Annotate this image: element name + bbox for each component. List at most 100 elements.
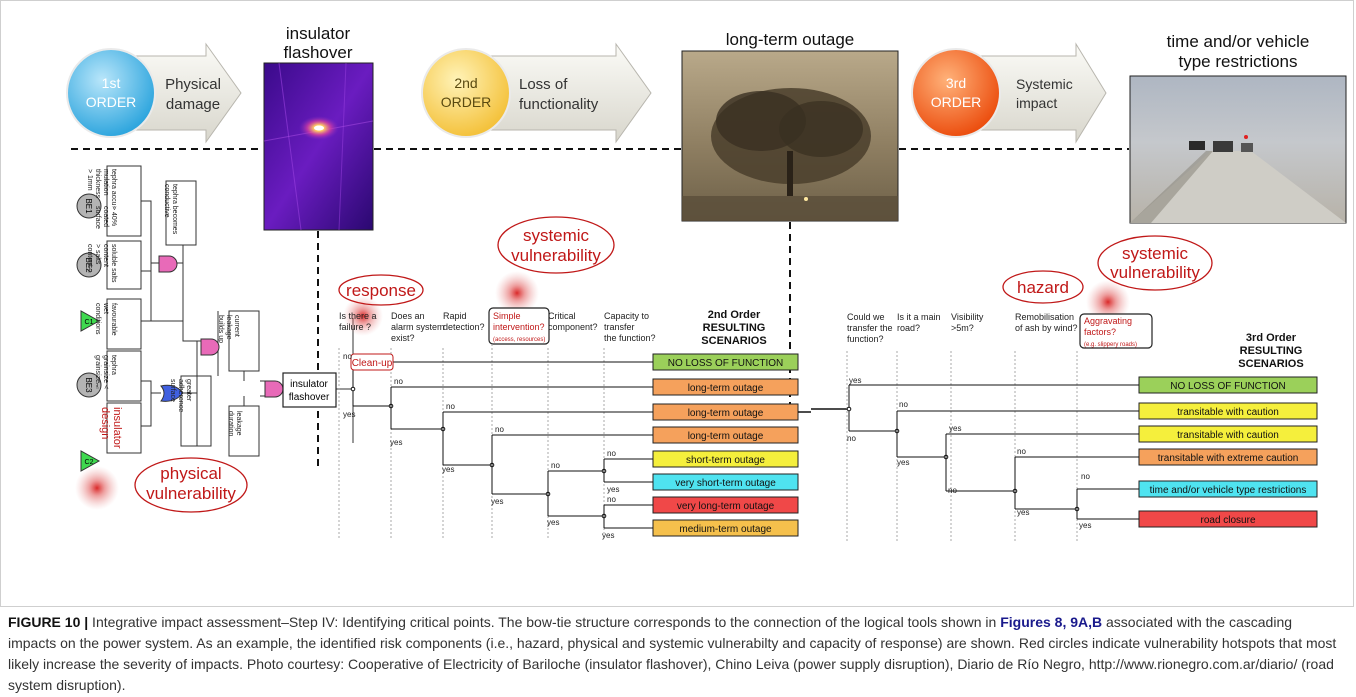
and-gate-2 — [200, 338, 220, 356]
basic-event-3 — [76, 372, 102, 398]
hotspot-physical — [75, 466, 119, 510]
gate1-text: tephra becomesconductive — [163, 184, 178, 235]
tree2-outcome-label-8: medium-term outage — [679, 524, 772, 535]
risk-systemic-b-line1: systemic — [1122, 244, 1189, 263]
tree3-yes: yes — [897, 458, 909, 467]
gate2-text: greateradherencesurface — [169, 379, 192, 412]
order-2-circle-line2: ORDER — [441, 94, 492, 110]
tree2-outcome-label-4: long-term outage — [688, 431, 764, 442]
risk-label-hazard: hazard — [1002, 270, 1084, 304]
tree3-question-3-line-2: >5m? — [951, 323, 974, 333]
tree3-outcome-label-5: time and/or vehicle type restrictions — [1150, 485, 1307, 496]
be2-text: soluble saltscontent> saltscontentₘₗ — [86, 244, 117, 283]
tree2-yes: yes — [602, 531, 614, 540]
order-1-circle — [66, 48, 156, 138]
tree3-node — [846, 406, 852, 412]
tree2-outcome-label-1: NO LOSS OF FUNCTION — [668, 358, 784, 369]
tree2-question-1-line-2: failure ? — [339, 322, 371, 332]
tree2-question-6-line-3: the function? — [604, 333, 656, 343]
risk-label-systemic-2nd: systemic vulnerability — [497, 216, 615, 274]
caption-text-1: Integrative impact assessment–Step IV: I… — [88, 614, 1001, 630]
caption-figure-number: FIGURE 10 | — [8, 614, 89, 630]
order-1-circle-line1: 1st — [102, 75, 121, 91]
top-event-line2: flashover — [289, 392, 330, 403]
risk-systemic-b-line2: vulnerability — [1110, 263, 1200, 282]
tree2-question-3-line-2: detection? — [443, 322, 485, 332]
tree3-question-4-line-1: Remobilisation — [1015, 312, 1074, 322]
and-gate-3 — [264, 380, 284, 398]
svg-text:response: response — [346, 281, 416, 300]
top-event-box — [282, 372, 337, 408]
leak-text: leakageduration — [227, 411, 242, 436]
tree2-no: no — [343, 352, 352, 361]
tree2-question-3-line-1: Rapid — [443, 311, 467, 321]
or-gate — [160, 384, 184, 402]
tree2-outcome-label-7: very long-term outage — [677, 501, 775, 512]
tree2-outcome-label-3: long-term outage — [688, 408, 764, 419]
order-2-arrow: Loss of functionality 2nd ORDER — [421, 42, 652, 144]
caption-figure-ref: Figures 8, 9A,B — [1000, 614, 1103, 630]
risk-physical-line2: vulnerability — [146, 484, 236, 503]
photo-road-restrictions — [1129, 75, 1347, 224]
tree2-yes: yes — [343, 410, 355, 419]
tree3-outcome-label-6: road closure — [1200, 515, 1255, 526]
tree3-question-2-line-2: road? — [897, 323, 920, 333]
condition-2-label: C2 — [85, 459, 94, 466]
tree3-title-line-1: 3rd Order — [1246, 332, 1297, 344]
hotspot-response — [343, 296, 383, 336]
basic-event-3-label: BE3 — [84, 377, 93, 393]
dashed-separator — [71, 148, 1129, 468]
tree3-aggravating-box — [1079, 313, 1153, 349]
tree3-question-3-line-1: Visibility — [951, 312, 984, 322]
tree2-no: no — [446, 402, 455, 411]
photo-flashover-title-line2: flashover — [284, 43, 353, 62]
risk-systemic-a-line2: vulnerability — [511, 246, 601, 265]
photo-flashover-title-line1: insulator — [286, 24, 351, 43]
order-3-arrow-line2: impact — [1016, 95, 1057, 111]
tree3-outcome-label-2: transitable with caution — [1177, 407, 1279, 418]
tree2-no: no — [394, 377, 403, 386]
tree3-no: no — [847, 434, 856, 443]
order-1-arrow-line2: damage — [166, 96, 220, 113]
tree3-no: no — [1081, 472, 1090, 481]
tree3-question-5-line-1: Aggravating — [1084, 316, 1132, 326]
and-gate-1 — [158, 255, 178, 273]
order-2-circle — [421, 48, 511, 138]
condition-1-label: C1 — [85, 319, 94, 326]
tree2-yes: yes — [442, 465, 454, 474]
tree2-cleanup-label: Clean-up — [352, 358, 393, 369]
impact-diagram: Physical damage 1st ORDER Loss of functi… — [66, 24, 1347, 541]
c2-text: insulatordesign — [99, 407, 123, 449]
risk-systemic-a-line1: systemic — [523, 226, 590, 245]
figure-frame: Physical damage 1st ORDER Loss of functi… — [0, 0, 1354, 607]
order-3-circle-line1: 3rd — [946, 75, 966, 91]
tree2-question-6-line-2: transfer — [604, 322, 635, 332]
tree2-question-2-line-1: Does an — [391, 311, 425, 321]
tree2-yes: yes — [390, 438, 402, 447]
tree2-question-4-line-3: (access, resources) — [493, 337, 545, 343]
tree2-question-4-line-2: intervention? — [493, 322, 545, 332]
tree3-yes: yes — [849, 376, 861, 385]
order-1-arrow: Physical damage 1st ORDER — [66, 42, 242, 144]
c1-text: favourablewetconditions — [94, 302, 117, 336]
order-2-arrow-line2: functionality — [519, 96, 599, 113]
tree3-outcome-label-1: NO LOSS OF FUNCTION — [1170, 381, 1286, 392]
tree2-no: no — [607, 495, 616, 504]
order-2-arrow-line1: Loss of — [519, 76, 568, 93]
tree3-yes: yes — [1017, 508, 1029, 517]
tree2-question-2-line-2: alarm system — [391, 322, 445, 332]
order-3-circle — [911, 48, 1001, 138]
tree2-question-2-line-3: exist? — [391, 333, 415, 343]
basic-event-2 — [76, 252, 102, 278]
top-event-line1: insulator — [290, 379, 328, 390]
tree3-yes: yes — [1079, 521, 1091, 530]
tree2-no: no — [495, 425, 504, 434]
svg-text:hazard: hazard — [1017, 278, 1069, 297]
tree3-question-5-line-3: (e.g. slippery roads) — [1084, 342, 1137, 348]
order-3-arrow: Systemic impact 3rd ORDER — [911, 42, 1107, 144]
tree2-no: no — [607, 449, 616, 458]
tree2-question-6-line-1: Capacity to — [604, 311, 649, 321]
tree2-no: no — [551, 461, 560, 470]
